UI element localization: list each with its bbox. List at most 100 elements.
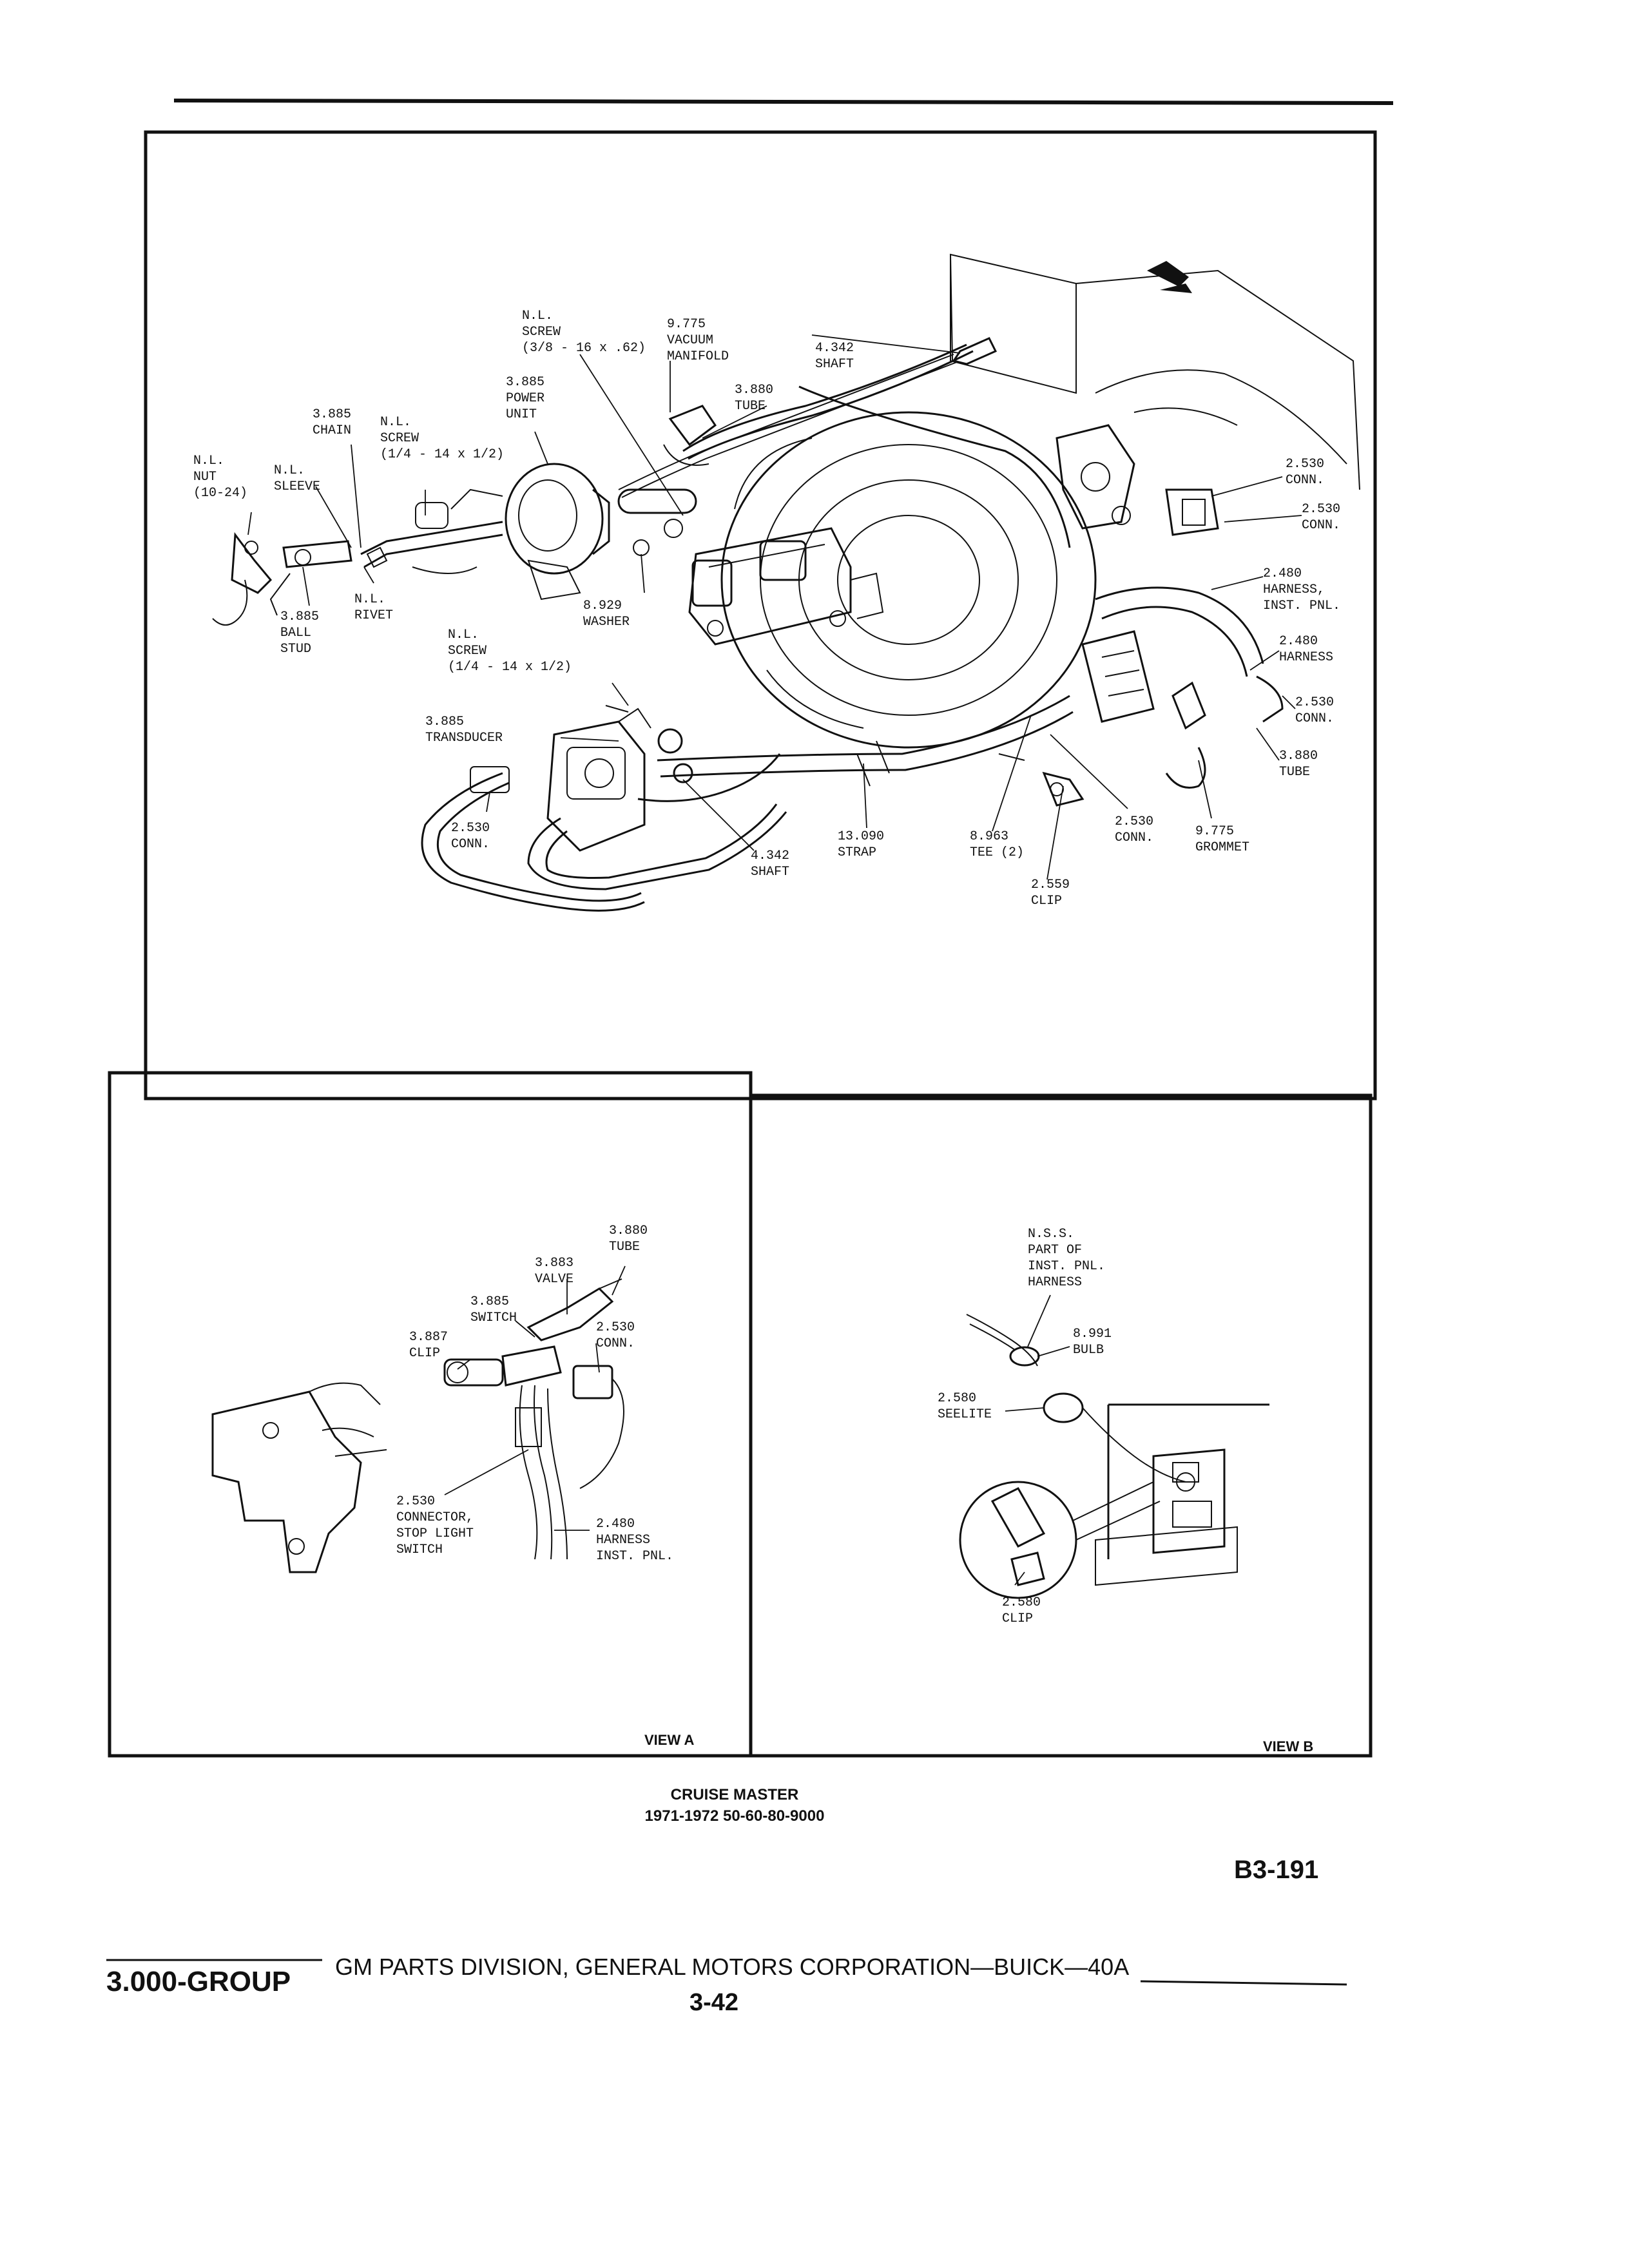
main-view-label-nl-screw-a-line-1: N.L. xyxy=(380,415,411,430)
view-a-label-clip-line-1: 3.887 xyxy=(409,1330,448,1345)
view-a-label-conn-line-2: CONN. xyxy=(596,1336,635,1351)
view-a-label-connector-line-3: STOP LIGHT xyxy=(396,1526,474,1541)
main-view-label-conn-r3-line-1: 2.530 xyxy=(1295,695,1334,710)
view-b-label-nss-line-1: N.S.S. xyxy=(1028,1227,1074,1242)
main-view-drawing xyxy=(212,253,1360,912)
main-view-label-nl-sleeve-line-2: SLEEVE xyxy=(274,479,320,494)
view-a-label-harness-line-1: 2.480 xyxy=(596,1517,635,1532)
main-view-label-grommet-line-2: GROMMET xyxy=(1195,840,1249,855)
main-view-label-nl-screw-c-line-2: SCREW xyxy=(448,644,487,658)
main-view-frame xyxy=(144,130,1377,1100)
view-b-label-clip-line-1: 2.580 xyxy=(1002,1595,1041,1610)
main-view-label-shaft-top-line-2: SHAFT xyxy=(815,357,854,372)
main-view-label-nl-screw-a-line-3: (1/4 - 14 x 1/2) xyxy=(380,447,504,462)
main-view-label-harness-inst-line-1: 2.480 xyxy=(1263,566,1302,581)
main-view-label-vacuum-manifold-line-3: MANIFOLD xyxy=(667,349,729,364)
main-view-label-nl-nut-line-1: N.L. xyxy=(193,454,224,468)
main-view-label-tube-r-line-1: 3.880 xyxy=(1279,749,1318,764)
main-view-label-nl-screw-a-line-2: SCREW xyxy=(380,431,419,446)
main-view-label-vacuum-manifold-line-1: 9.775 xyxy=(667,317,706,332)
view-b-label-clip-line-2: CLIP xyxy=(1002,1611,1033,1626)
main-view-label-harness-r-line-2: HARNESS xyxy=(1279,650,1333,665)
view-a-label-conn-line-1: 2.530 xyxy=(596,1320,635,1335)
view-b-label-nss-line-4: HARNESS xyxy=(1028,1275,1082,1290)
footer-publisher: GM PARTS DIVISION, GENERAL MOTORS CORPOR… xyxy=(335,1954,1129,1980)
view-a-label-connector-line-2: CONNECTOR, xyxy=(396,1510,474,1525)
main-view-label-harness-r-line-1: 2.480 xyxy=(1279,634,1318,649)
main-view-label-nl-rivet-line-1: N.L. xyxy=(354,592,385,607)
view-a-label-tube-line-1: 3.880 xyxy=(609,1224,648,1238)
main-view-label-washer-line-2: WASHER xyxy=(583,615,630,629)
main-view-label-power-unit-line-3: UNIT xyxy=(506,407,537,422)
view-b-caption: VIEW B xyxy=(1263,1738,1313,1754)
main-view-label-nl-screw-b-line-3: (3/8 - 16 x .62) xyxy=(522,341,646,356)
main-view-label-power-unit-line-1: 3.885 xyxy=(506,375,545,390)
main-view-label-washer-line-1: 8.929 xyxy=(583,599,622,613)
main-view-label-clip-main-line-1: 2.559 xyxy=(1031,878,1070,892)
view-a-label-harness-line-3: INST. PNL. xyxy=(596,1549,673,1564)
leader-lines xyxy=(247,334,1302,1586)
main-view-label-nl-screw-b-line-2: SCREW xyxy=(522,325,561,340)
view-b-drawing xyxy=(959,1314,1269,1599)
view-b-frame xyxy=(749,1093,1373,1758)
main-view-label-tee-line-2: TEE (2) xyxy=(970,845,1024,860)
main-view-label-conn-r1-line-1: 2.530 xyxy=(1286,457,1324,472)
main-view-label-nl-screw-c-line-1: N.L. xyxy=(448,628,479,642)
main-view-label-nl-sleeve-line-1: N.L. xyxy=(274,463,305,478)
main-view-label-chain-line-2: CHAIN xyxy=(313,423,351,438)
main-view-label-vacuum-manifold-line-2: VACUUM xyxy=(667,333,713,348)
view-a-label-connector-line-1: 2.530 xyxy=(396,1494,435,1509)
diagram-subtitle: 1971-1972 50-60-80-9000 xyxy=(645,1807,825,1825)
view-a-caption: VIEW A xyxy=(644,1732,695,1748)
diagram-title: CRUISE MASTER xyxy=(671,1786,799,1803)
view-a-label-clip-line-2: CLIP xyxy=(409,1346,440,1361)
main-view-label-conn-r3-line-2: CONN. xyxy=(1295,711,1334,726)
view-b-label-nss-line-2: PART OF xyxy=(1028,1243,1082,1258)
main-view-label-nl-screw-c-line-3: (1/4 - 14 x 1/2) xyxy=(448,660,572,675)
main-view-label-ball-stud-line-3: STUD xyxy=(280,642,311,657)
view-b-label-nss-line-3: INST. PNL. xyxy=(1028,1259,1105,1274)
view-b-label-seelite-line-2: SEELITE xyxy=(938,1407,992,1422)
main-view-label-transducer-line-2: TRANSDUCER xyxy=(425,731,503,745)
view-b-label-bulb-line-2: BULB xyxy=(1073,1343,1104,1358)
main-view-label-nl-rivet-line-2: RIVET xyxy=(354,608,393,623)
view-a-labels: 3.880TUBE3.883VALVE3.885SWITCH3.887CLIP2… xyxy=(396,1224,673,1564)
main-view-label-harness-inst-line-3: INST. PNL. xyxy=(1263,599,1340,613)
figure-number: B3-191 xyxy=(1234,1856,1318,1884)
main-view-label-nl-screw-b-line-1: N.L. xyxy=(522,309,553,323)
main-view-label-conn-left-line-1: 2.530 xyxy=(451,821,490,836)
main-view-label-nl-nut-line-3: (10-24) xyxy=(193,486,247,501)
footer-rule-right xyxy=(1140,1980,1347,1986)
main-view-label-tube-top-line-1: 3.880 xyxy=(735,383,773,398)
view-a-label-valve-line-2: VALVE xyxy=(535,1272,574,1287)
view-a-frame xyxy=(108,1071,753,1758)
view-a-label-tube-line-2: TUBE xyxy=(609,1240,640,1254)
main-view-label-conn-r2-line-2: CONN. xyxy=(1302,518,1340,533)
main-view-label-strap-line-1: 13.090 xyxy=(838,829,884,844)
main-view-label-shaft-bottom-line-2: SHAFT xyxy=(751,865,789,879)
main-view-label-power-unit-line-2: POWER xyxy=(506,391,545,406)
main-view-label-chain-line-1: 3.885 xyxy=(313,407,351,422)
main-view-label-nl-nut-line-2: NUT xyxy=(193,470,217,485)
main-view-label-grommet-line-1: 9.775 xyxy=(1195,824,1234,839)
top-rule xyxy=(173,99,1394,105)
view-b-label-bulb-line-1: 8.991 xyxy=(1073,1327,1112,1341)
main-view-label-harness-inst-line-2: HARNESS, xyxy=(1263,582,1325,597)
view-a-label-harness-line-2: HARNESS xyxy=(596,1533,650,1548)
main-view-label-shaft-bottom-line-1: 4.342 xyxy=(751,849,789,863)
main-view-label-clip-main-line-2: CLIP xyxy=(1031,894,1062,908)
main-view-label-conn-mid-line-2: CONN. xyxy=(1115,831,1153,845)
footer-group: 3.000-GROUP xyxy=(106,1966,291,1997)
main-view-label-strap-line-2: STRAP xyxy=(838,845,876,860)
main-view-label-shaft-top-line-1: 4.342 xyxy=(815,341,854,356)
main-view-label-conn-r1-line-2: CONN. xyxy=(1286,473,1324,488)
view-a-label-connector-line-4: SWITCH xyxy=(396,1542,443,1557)
view-a-label-switch-line-2: SWITCH xyxy=(470,1311,517,1325)
main-view-label-tee-line-1: 8.963 xyxy=(970,829,1008,844)
view-a-drawing xyxy=(211,1278,624,1573)
main-view-label-tube-top-line-2: TUBE xyxy=(735,399,766,414)
main-view-label-transducer-line-1: 3.885 xyxy=(425,715,464,729)
main-view-labels: N.L.NUT(10-24)N.L.SLEEVE3.885CHAINN.L.SC… xyxy=(193,309,1340,908)
main-view-label-tube-r-line-2: TUBE xyxy=(1279,765,1310,780)
